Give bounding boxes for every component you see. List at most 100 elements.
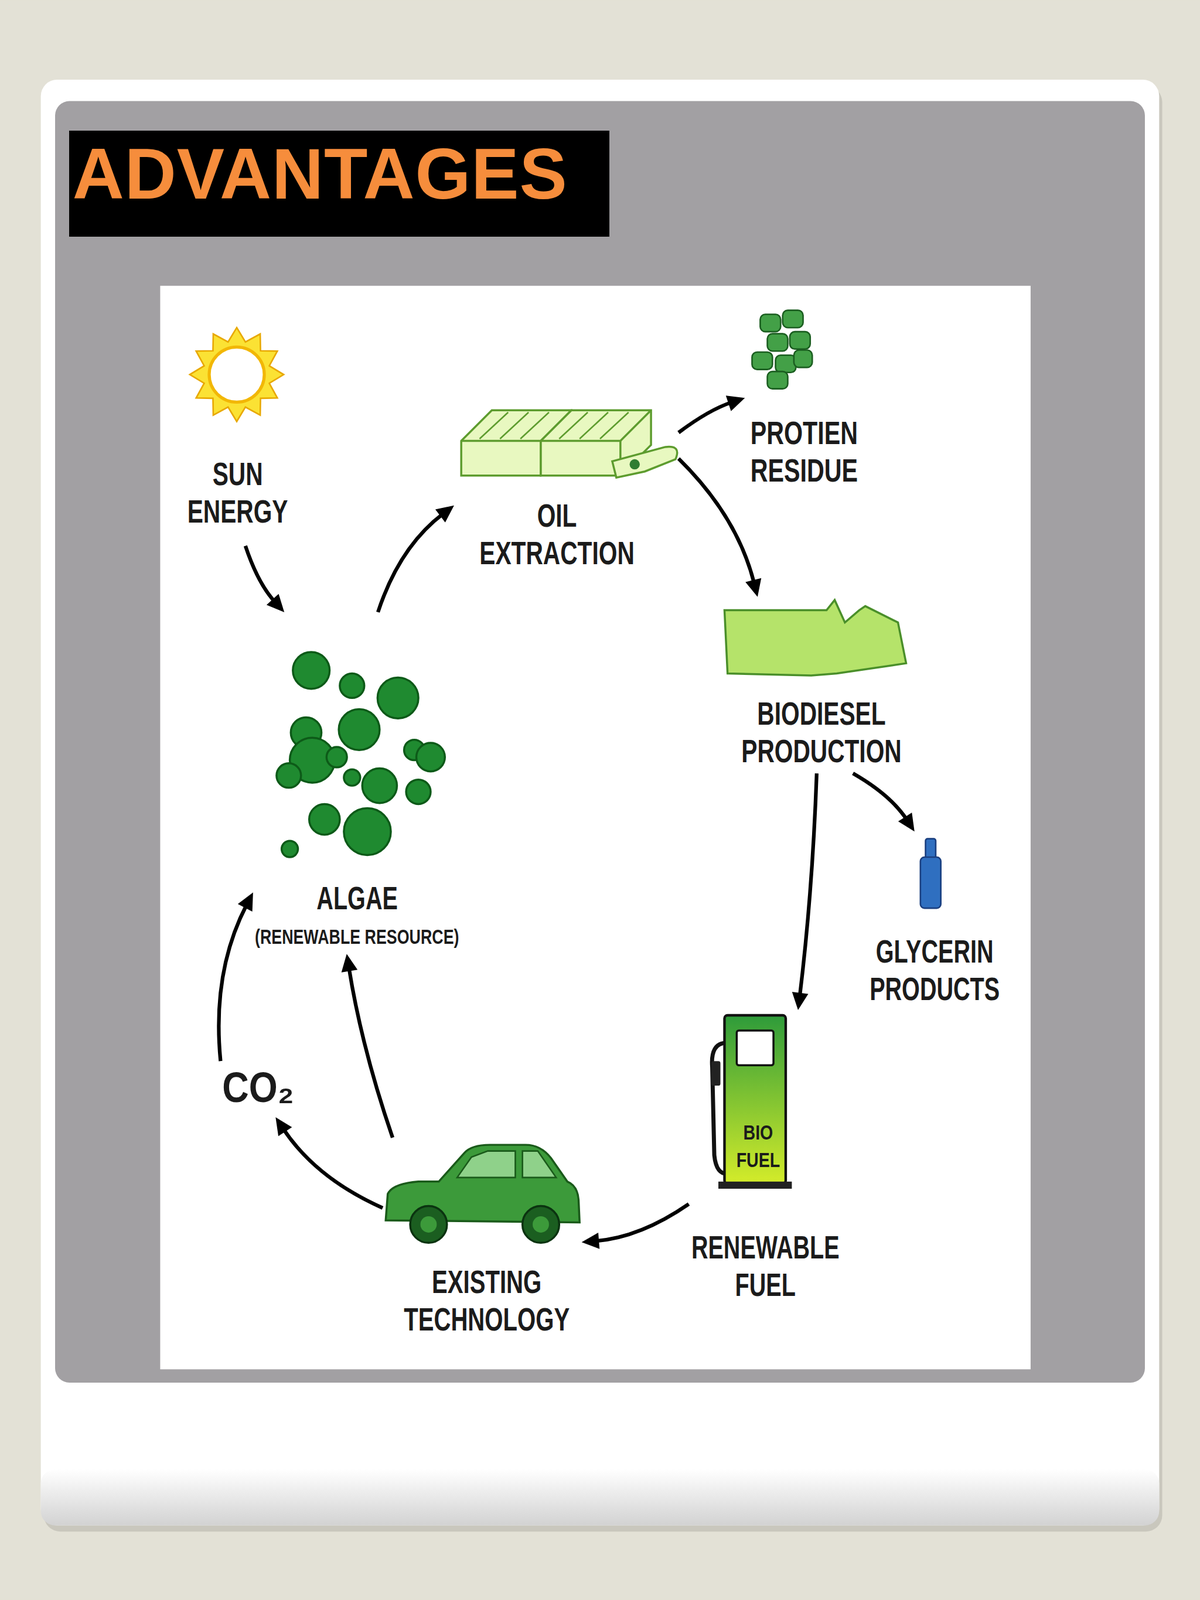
flow-arrow — [275, 1117, 383, 1209]
press-sheet — [612, 447, 678, 479]
arrow-head — [581, 1232, 600, 1250]
node-label: PROTIEN RESIDUE — [743, 414, 865, 490]
residue-pellet — [782, 310, 804, 329]
node-label: SUN ENERGY — [181, 455, 294, 531]
algae-cell — [326, 747, 347, 768]
arrow-head — [898, 812, 915, 832]
algae-cell — [343, 808, 391, 855]
algae-cell — [362, 768, 397, 804]
flow-arrow — [341, 953, 393, 1138]
arrow-head — [275, 1117, 292, 1137]
biodiesel-plant — [724, 600, 906, 676]
residue-pellet — [767, 333, 789, 352]
flow-arrow — [218, 892, 253, 1062]
diagram-node: OIL EXTRACTION — [454, 397, 679, 572]
arrow-line — [348, 967, 393, 1138]
wheel-hub — [532, 1216, 550, 1233]
residue-pellet — [767, 371, 789, 390]
residue-pellet — [759, 314, 781, 333]
sun-rays — [189, 327, 284, 422]
diagram-node: PROTIEN RESIDUE — [744, 304, 862, 492]
arrow-head — [745, 578, 762, 598]
node-label: RENEWABLE FUEL — [682, 1228, 849, 1304]
arrow-head — [792, 991, 809, 1011]
sun-disc — [209, 346, 265, 402]
algae-cell — [292, 652, 330, 690]
diagram-node: GLYCERIN PRODUCTS — [867, 831, 1002, 1008]
arrow-line — [245, 546, 275, 603]
diagram-node: CO₂ — [216, 1061, 302, 1118]
car-wheel — [410, 1206, 448, 1244]
diagram-node: BIODIESEL PRODUCTION — [719, 597, 911, 774]
car-window — [522, 1151, 557, 1178]
arrow-head — [725, 395, 745, 411]
node-label: BIO FUEL — [728, 1118, 788, 1174]
algae-cell — [377, 677, 419, 719]
flow-arrow — [245, 546, 285, 613]
arrow-head — [341, 953, 359, 973]
arrow-line — [678, 458, 755, 584]
pump-display — [736, 1030, 774, 1066]
flow-arrow — [377, 505, 455, 613]
flow-arrow — [581, 1204, 690, 1250]
node-label: (RENEWABLE RESOURCE) — [239, 924, 475, 950]
arrow-line — [377, 513, 443, 613]
arrow-line — [283, 1129, 383, 1209]
flow-arrow — [678, 458, 762, 598]
pump-nozzle — [711, 1061, 721, 1086]
tray-slat — [520, 412, 550, 439]
flow-arrow — [853, 773, 915, 832]
algae-cell — [339, 673, 365, 699]
residue-pellet — [751, 352, 773, 370]
arrow-line — [799, 773, 817, 997]
node-label: ALGAE — [302, 879, 412, 917]
arrow-head — [237, 892, 254, 912]
algae-cell — [281, 840, 299, 858]
car-wheel — [522, 1206, 560, 1244]
bottle-neck — [925, 839, 936, 860]
arrow-head — [435, 505, 455, 523]
flow-arrow — [792, 773, 817, 1011]
arrow-line — [853, 773, 908, 820]
algae-cell — [406, 779, 431, 805]
node-label: BIODIESEL PRODUCTION — [731, 694, 911, 770]
glycerin-bottle — [920, 857, 942, 909]
node-label: GLYCERIN PRODUCTS — [862, 932, 1008, 1008]
algae-cell — [276, 763, 302, 789]
arrow-line — [218, 904, 247, 1062]
algae-cell — [416, 742, 446, 772]
algae-cell — [338, 709, 380, 751]
arrow-line — [678, 402, 732, 434]
diagram-node: BIO FUELRENEWABLE FUEL — [689, 1010, 845, 1305]
oil-drop — [629, 459, 640, 470]
node-label: OIL EXTRACTION — [475, 496, 640, 572]
residue-pellet — [775, 355, 797, 373]
diagram-node: ALGAE(RENEWABLE RESOURCE) — [253, 612, 462, 954]
card-shadow — [43, 85, 1163, 1532]
algae-cell — [343, 769, 361, 786]
tray-edge — [540, 410, 651, 441]
pump-base — [718, 1181, 792, 1189]
node-label: CO₂ — [205, 1064, 312, 1111]
slide-card — [41, 79, 1160, 1526]
algae-cell — [309, 803, 340, 835]
residue-pellet — [789, 331, 811, 350]
flow-arrow — [678, 395, 745, 433]
content-panel — [55, 101, 1145, 1383]
diagram-node: SUN ENERGY — [183, 316, 296, 547]
node-label: EXISTING TECHNOLOGY — [394, 1263, 579, 1339]
residue-pellet — [793, 350, 813, 368]
extraction-tray — [540, 410, 651, 476]
wheel-hub — [420, 1216, 437, 1233]
tray-slat — [600, 412, 629, 439]
diagram-area — [159, 285, 1031, 1370]
car-window — [457, 1151, 516, 1178]
card-bevel — [41, 1469, 1160, 1526]
arrow-head — [266, 594, 285, 613]
diagram-node: EXISTING TECHNOLOGY — [382, 1137, 582, 1339]
arrow-line — [595, 1204, 689, 1242]
